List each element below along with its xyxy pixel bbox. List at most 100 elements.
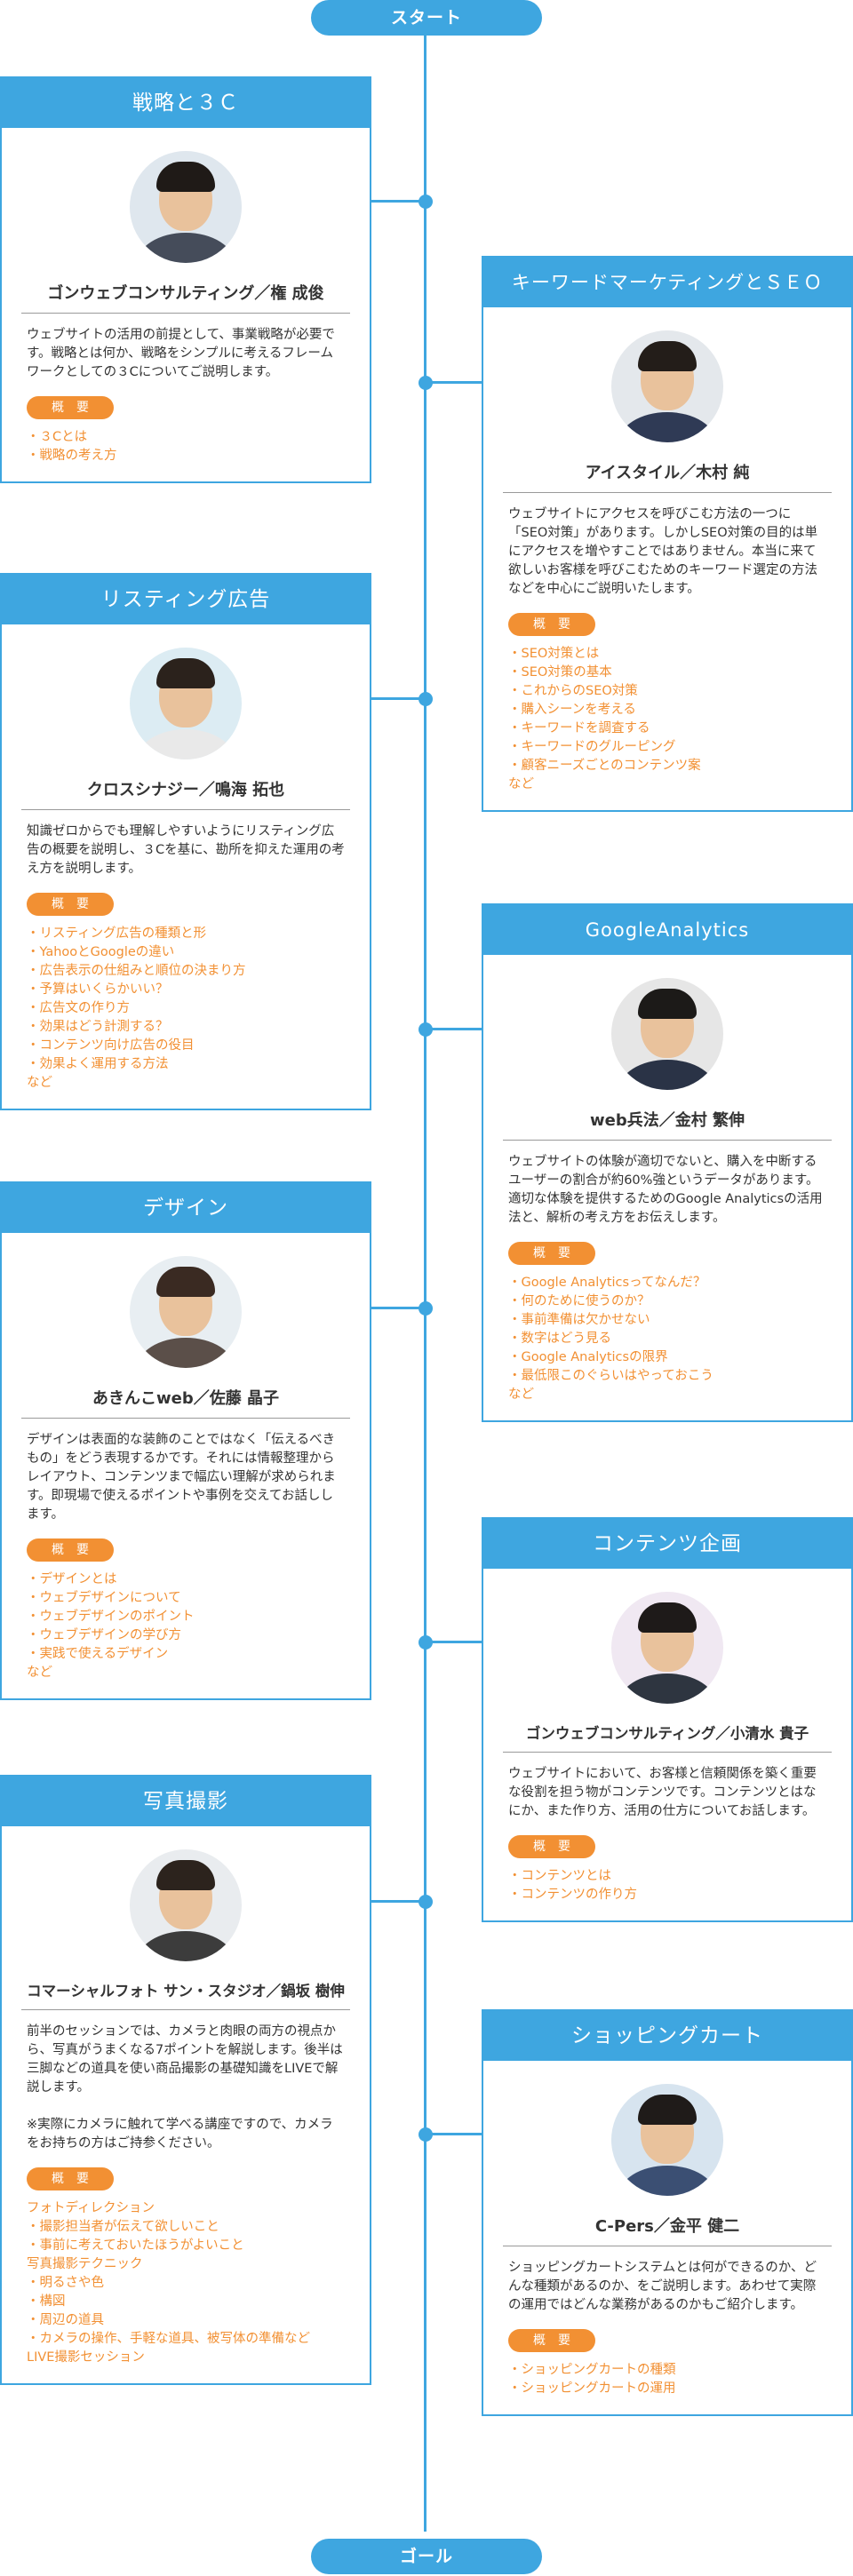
topic-item: など (27, 1666, 52, 1680)
summary-badge: 概 要 (27, 396, 114, 419)
description-paragraph: ウェブサイトの活用の前提として、事業戦略が必要です。戦略とは何か、戦略をシンプル… (27, 328, 335, 379)
summary-badge: 概 要 (508, 613, 595, 636)
session-description: ショッピングカートシステムとは何ができるのか、どんな種類があるのか、をご説明しま… (508, 2259, 826, 2315)
speaker-photo-hair (156, 1860, 215, 1890)
topic-item: ・最低限このぐらいはやっておこう (508, 1369, 713, 1383)
topic-item: ・ショッピングカートの種類 (508, 2363, 676, 2377)
session-card-2: キーワードマーケティングとＳＥＯ アイスタイル／木村 純 ウェブサイトにアクセス… (482, 256, 853, 812)
timeline-connector (425, 1641, 482, 1643)
timeline-dot (419, 1022, 433, 1037)
topic-list: フォトディレクション・撮影担当者が伝えて欲しいこと・事前に考えておいたほうがよい… (27, 2199, 345, 2367)
description-paragraph: ウェブサイトにアクセスを呼びこむ方法の一つに「SEO対策」があります。しかしSE… (508, 507, 818, 596)
topic-list: ・ショッピングカートの種類・ショッピングカートの運用 (508, 2361, 826, 2398)
session-description: 知識ゼロからでも理解しやすいようにリスティング広告の概要を説明し、３Cを基に、勘… (27, 823, 345, 879)
topic-item: ・周辺の道具 (27, 2313, 104, 2327)
speaker-name: ゴンウェブコンサルティング／小清水 貴子 (503, 1721, 832, 1753)
topic-item: ・これからのSEO対策 (508, 684, 638, 698)
topic-item: ・カメラの操作、手軽な道具、被写体の準備など (27, 2332, 310, 2346)
speaker-name: コマーシャルフォト サン・スタジオ／鍋坂 樹伸 (21, 1979, 350, 2010)
speaker-photo-hair (156, 162, 215, 192)
description-paragraph: 前半のセッションでは、カメラと肉眼の両方の視点から、写真がうまくなる7ポイントを… (27, 2024, 343, 2095)
speaker-photo (130, 1256, 242, 1368)
speaker-photo (611, 330, 723, 442)
session-title: 戦略と３Ｃ (2, 78, 370, 128)
topic-item: など (508, 1387, 534, 1402)
topic-item: ・SEO対策の基本 (508, 665, 612, 680)
start-label: スタート (311, 0, 542, 36)
topic-item: LIVE撮影セッション (27, 2350, 145, 2365)
timeline-dot (419, 2127, 433, 2142)
session-description: デザインは表面的な装飾のことではなく「伝えるべきもの」をどう表現するかです。それ… (27, 1431, 345, 1524)
speaker-name: ゴンウェブコンサルティング／権 成俊 (21, 281, 350, 314)
topic-list: ・Google Analyticsってなんだ？・何のために使うのか？・事前準備は… (508, 1274, 826, 1404)
topic-item: ・SEO対策とは (508, 647, 600, 661)
timeline-dot (419, 692, 433, 706)
speaker-photo-hair (638, 341, 697, 371)
timeline-connector (425, 381, 482, 384)
topic-item: ・戦略の考え方 (27, 449, 117, 463)
topic-list: ・３Cとは・戦略の考え方 (27, 428, 345, 465)
speaker-name: アイスタイル／木村 純 (503, 460, 832, 493)
topic-item: ・デザインとは (27, 1572, 117, 1586)
description-paragraph: ウェブサイトの体験が適切でないと、購入を中断するユーザーの割合が約60%強という… (508, 1155, 823, 1225)
topic-item: 写真撮影テクニック (27, 2257, 143, 2271)
topic-item: ・コンテンツの作り方 (508, 1888, 637, 1902)
topic-item: ・実践で使えるデザイン (27, 1647, 169, 1661)
session-card-5: デザイン あきんこweb／佐藤 晶子 デザインは表面的な装飾のことではなく「伝え… (0, 1181, 371, 1700)
session-description: ウェブサイトにアクセスを呼びこむ方法の一つに「SEO対策」があります。しかしSE… (508, 505, 826, 599)
timeline-line (424, 27, 426, 2532)
speaker-name: web兵法／金村 繁伸 (503, 1108, 832, 1141)
summary-badge: 概 要 (27, 893, 114, 916)
speaker-photo-body (618, 412, 716, 442)
topic-list: ・コンテンツとは・コンテンツの作り方 (508, 1867, 826, 1904)
summary-badge: 概 要 (27, 2167, 114, 2190)
session-description: ウェブサイトの体験が適切でないと、購入を中断するユーザーの割合が約60%強という… (508, 1153, 826, 1228)
topic-item: ・事前準備は欠かせない (508, 1313, 650, 1327)
topic-item: ・コンテンツとは (508, 1869, 611, 1883)
speaker-photo-body (618, 1060, 716, 1090)
session-description: ウェブサイトの活用の前提として、事業戦略が必要です。戦略とは何か、戦略をシンプル… (27, 326, 345, 382)
topic-item: ・何のために使うのか？ (508, 1294, 650, 1308)
topic-item: など (508, 777, 534, 791)
timeline-dot (419, 1635, 433, 1650)
topic-item: ・明るさや色 (27, 2276, 104, 2290)
topic-item: ・リスティング広告の種類と形 (27, 926, 207, 941)
timeline-dot (419, 195, 433, 209)
topic-item: ・ショッピングカートの運用 (508, 2381, 676, 2396)
speaker-name: あきんこweb／佐藤 晶子 (21, 1386, 350, 1419)
session-title: ショッピングカート (483, 2011, 851, 2061)
topic-item: ・数字はどう見る (508, 1332, 611, 1346)
speaker-name: C-Pers／金平 健二 (503, 2214, 832, 2246)
topic-item: ・広告文の作り方 (27, 1001, 130, 1015)
speaker-photo-body (137, 233, 235, 263)
timeline-dot (419, 376, 433, 390)
summary-badge: 概 要 (508, 2329, 595, 2352)
topic-list: ・リスティング広告の種類と形・YahooとGoogleの違い・広告表示の仕組みと… (27, 925, 345, 1093)
session-title: デザイン (2, 1183, 370, 1233)
topic-item: ・３Cとは (27, 430, 88, 444)
session-title: コンテンツ企画 (483, 1519, 851, 1569)
timeline-connector (425, 1028, 482, 1030)
speaker-name: クロスシナジー／鳴海 拓也 (21, 777, 350, 810)
topic-item: ・構図 (27, 2294, 66, 2309)
topic-item: ・YahooとGoogleの違い (27, 945, 175, 959)
speaker-photo (611, 2084, 723, 2196)
description-paragraph: デザインは表面的な装飾のことではなく「伝えるべきもの」をどう表現するかです。それ… (27, 1433, 336, 1522)
speaker-photo (611, 978, 723, 1090)
topic-item: ・事前に考えておいたほうがよいこと (27, 2238, 244, 2253)
session-card-1: 戦略と３Ｃ ゴンウェブコンサルティング／権 成俊 ウェブサイトの活用の前提として… (0, 76, 371, 483)
topic-item: ・効果よく運用する方法 (27, 1057, 169, 1071)
speaker-photo-body (618, 1674, 716, 1704)
topic-item: ・ウェブデザインのポイント (27, 1610, 195, 1624)
speaker-photo-body (137, 729, 235, 759)
topic-item: フォトディレクション (27, 2201, 155, 2215)
speaker-photo (130, 648, 242, 759)
speaker-photo (130, 1849, 242, 1961)
timeline-dot (419, 1895, 433, 1909)
speaker-photo (611, 1592, 723, 1704)
summary-badge: 概 要 (508, 1242, 595, 1265)
speaker-photo-body (137, 1338, 235, 1368)
description-paragraph: ※実際にカメラに触れて学べる講座ですので、カメラをお持ちの方はご持参ください。 (27, 2118, 333, 2151)
session-card-7: 写真撮影 コマーシャルフォト サン・スタジオ／鍋坂 樹伸 前半のセッションでは、… (0, 1775, 371, 2385)
session-description: ウェブサイトにおいて、お客様と信頼関係を築く重要な役割を担う物がコンテンツです。… (508, 1765, 826, 1821)
